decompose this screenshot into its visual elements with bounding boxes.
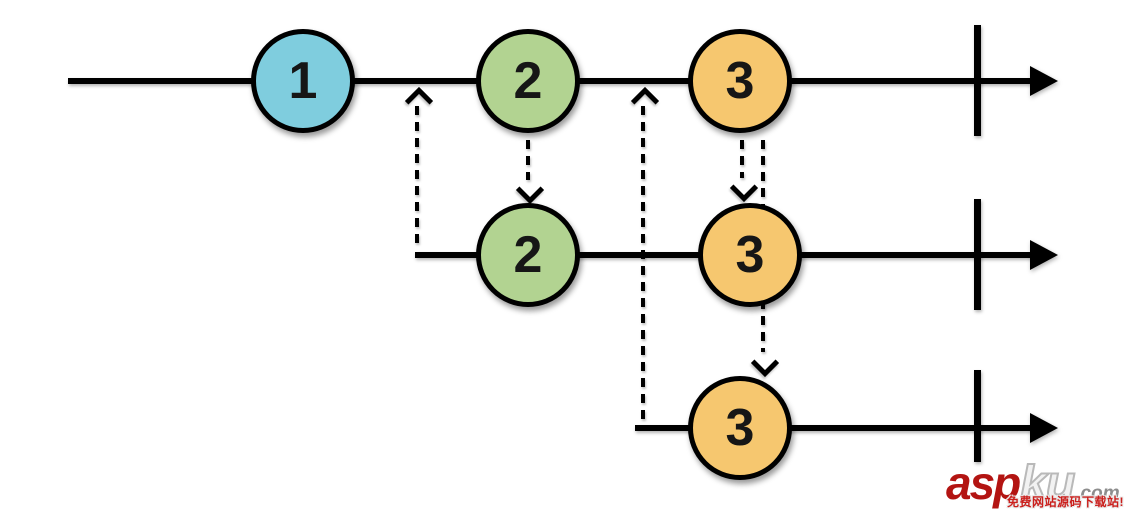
- marble-source-3: 3: [688, 29, 792, 133]
- emit-arrow-3-to-second: [740, 140, 744, 178]
- subscribe-arrow-2-head-icon: [404, 86, 434, 116]
- emit-arrow-2: [526, 140, 530, 180]
- watermark-tagline: 免费网站源码下载站!: [1007, 495, 1124, 509]
- marble-second-2: 2: [476, 203, 580, 307]
- source-complete-bar: [974, 25, 981, 136]
- second-timeline-arrowhead-icon: [1030, 240, 1058, 270]
- emit-arrow-3-to-second-head-icon: [729, 173, 759, 203]
- subscribe-arrow-3-head-icon: [630, 86, 660, 116]
- watermark-brand-ku: ku: [1019, 457, 1076, 510]
- watermark-brand-asp: asp: [946, 457, 1021, 509]
- third-complete-bar: [974, 370, 981, 462]
- second-complete-bar: [974, 199, 981, 310]
- watermark: asp ku .com 免费网站源码下载站!: [946, 454, 1124, 512]
- third-timeline-arrowhead-icon: [1030, 413, 1058, 443]
- third-timeline-line: [635, 425, 1045, 431]
- marble-source-2: 2: [476, 29, 580, 133]
- watermark-brand: asp ku .com: [946, 457, 1120, 510]
- source-timeline-arrowhead-icon: [1030, 66, 1058, 96]
- marble-third-3: 3: [688, 376, 792, 480]
- marble-source-1: 1: [251, 29, 355, 133]
- subscribe-arrow-2: [415, 106, 419, 248]
- watermark-domain-suffix: .com: [1075, 483, 1120, 504]
- subscribe-arrow-3: [641, 106, 645, 420]
- emit-arrow-2-head-icon: [515, 175, 545, 205]
- emit-arrow-3-to-third-head-icon: [750, 348, 780, 378]
- marble-second-3: 3: [698, 203, 802, 307]
